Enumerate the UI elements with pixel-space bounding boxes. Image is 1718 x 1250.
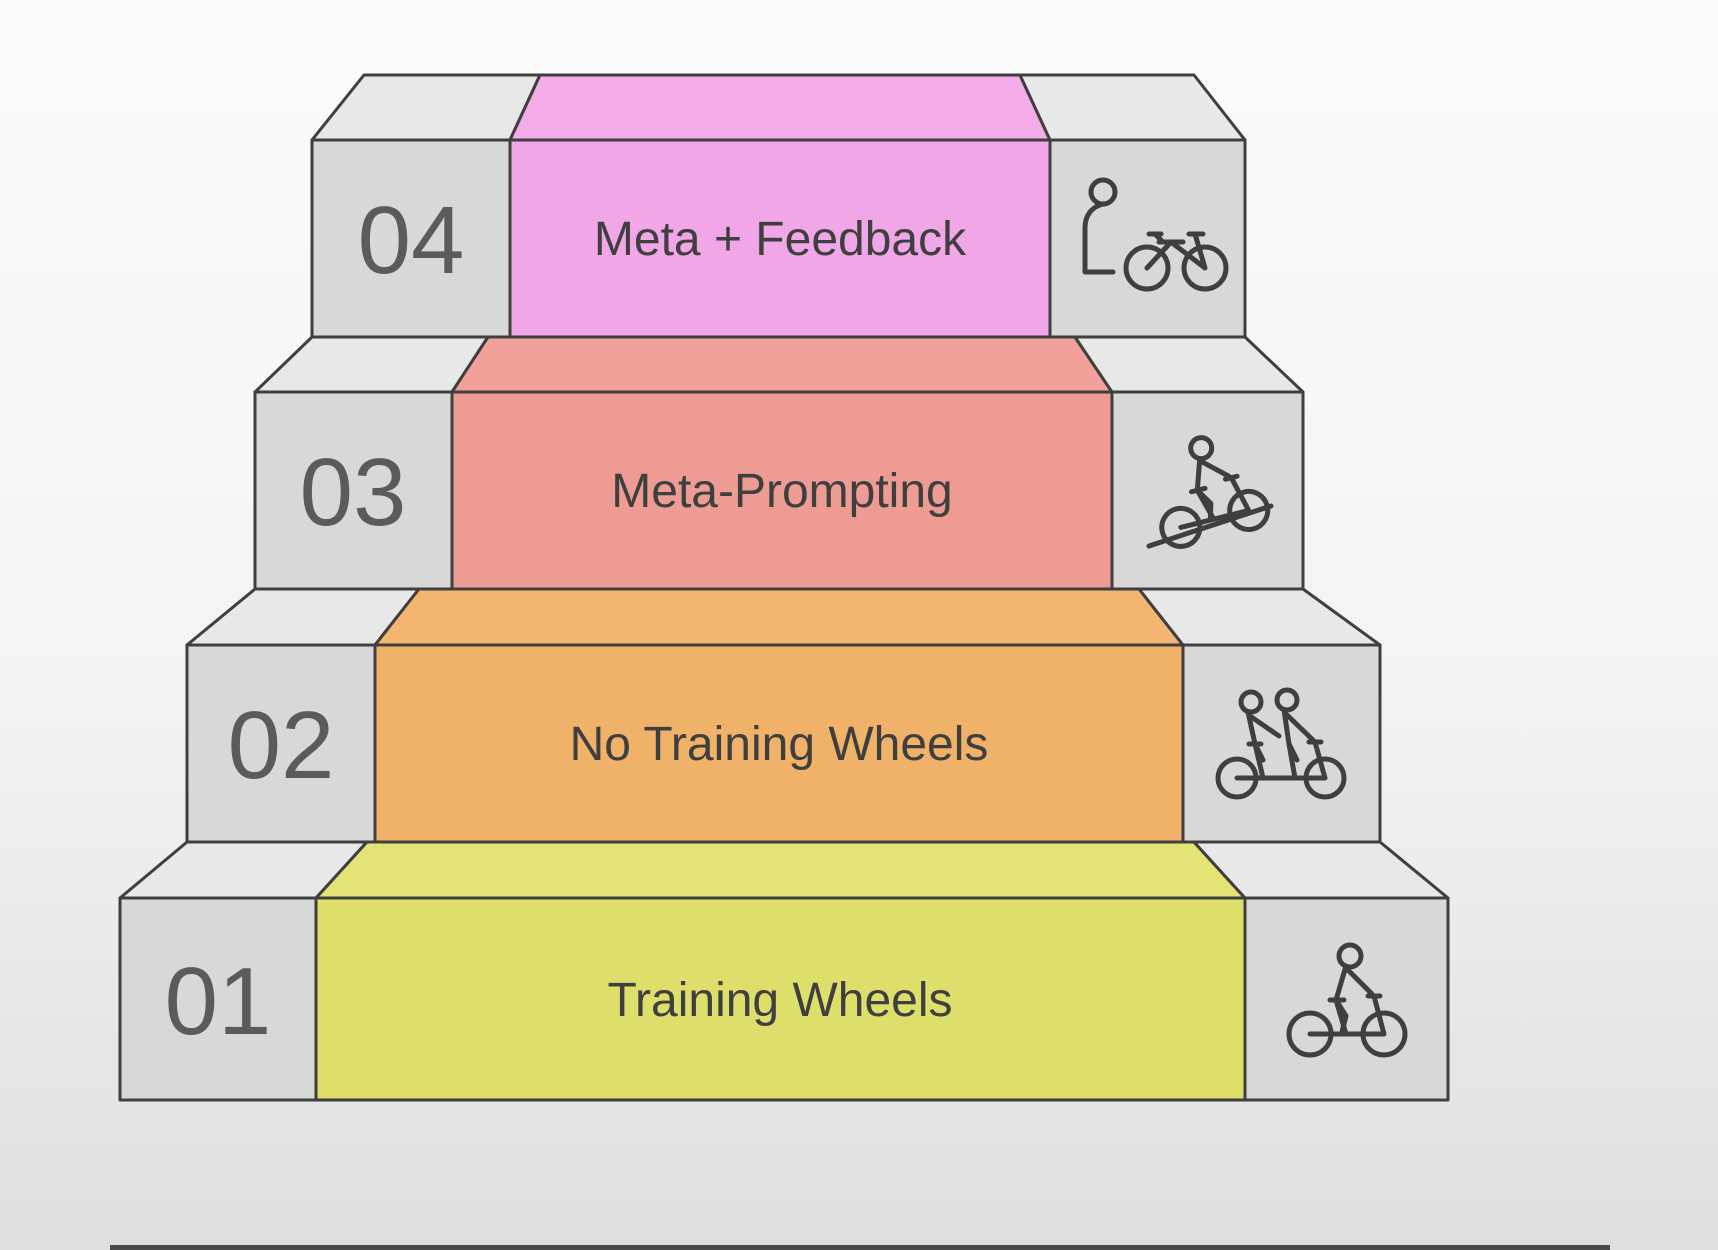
step-02-band-top: [373, 587, 1185, 647]
step-03-number: 03: [300, 439, 407, 546]
step-01-band-top: [314, 840, 1247, 900]
bottom-border-line: [110, 1245, 1610, 1250]
step-03-icon-block-front: [1110, 390, 1305, 591]
person-with-bike-icon: [1082, 177, 1229, 292]
step-03-band-top: [450, 335, 1114, 394]
step-04-icon-block-front: [1048, 138, 1247, 339]
step-01-icon-block-front: [1243, 896, 1450, 1102]
step-02: 02 No Training Wheels: [185, 587, 1382, 844]
step-03-icon-block-top: [1073, 335, 1305, 394]
tandem-cyclists-icon: [1215, 687, 1347, 800]
step-01-number: 01: [165, 948, 272, 1055]
step-03: 03 Meta-Prompting: [253, 335, 1305, 591]
step-04-icon-block-top: [1018, 73, 1247, 142]
step-04-number: 04: [358, 187, 465, 294]
cyclist-uphill-icon: [1146, 435, 1274, 549]
step-03-number-block-top: [253, 335, 490, 394]
step-04-label: Meta + Feedback: [594, 213, 967, 266]
step-02-icon-block-top: [1137, 587, 1382, 647]
step-01: 01 Training Wheels: [118, 840, 1450, 1102]
step-04-number-block-top: [310, 73, 542, 142]
step-02-icon-block-front: [1181, 643, 1382, 844]
step-02-number: 02: [228, 692, 335, 799]
step-03-label: Meta-Prompting: [611, 465, 952, 518]
step-02-label: No Training Wheels: [570, 718, 989, 771]
step-04: 04 Meta + Feedback: [310, 73, 1247, 339]
step-01-label: Training Wheels: [607, 974, 952, 1027]
step-04-band-top: [508, 73, 1052, 142]
cyclist-riding-icon: [1286, 942, 1408, 1058]
